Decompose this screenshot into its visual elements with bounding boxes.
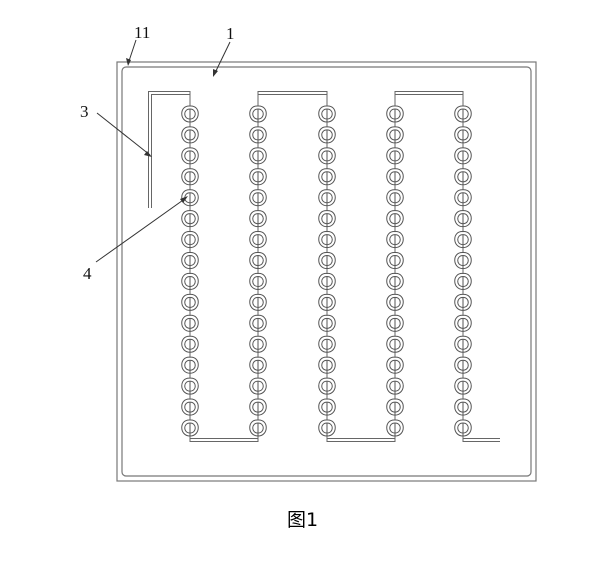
pipe-loop — [454, 147, 472, 165]
figure-caption: 图1 — [287, 509, 318, 531]
pipe-loop — [181, 105, 199, 123]
panel-outer-border — [116, 61, 537, 482]
pipe-loop — [386, 231, 404, 249]
pipe-loop — [249, 398, 267, 416]
pipe-loop — [386, 419, 404, 437]
pipe-loop — [181, 314, 199, 332]
pipe-loop — [454, 314, 472, 332]
pipe-loop — [249, 356, 267, 374]
pipe-loop — [181, 293, 199, 311]
loop-chains — [181, 105, 472, 437]
leader-arrow-11 — [126, 58, 131, 66]
pipe-loop — [386, 168, 404, 186]
pipe-loop — [386, 189, 404, 207]
pipe-loop — [249, 189, 267, 207]
pipe-loop — [386, 377, 404, 395]
pipe-loop — [181, 335, 199, 353]
leader-line-4 — [95, 197, 187, 263]
pipe-loop — [181, 147, 199, 165]
panel-inner-border — [121, 66, 532, 477]
pipe-loop — [318, 335, 336, 353]
pipe-loop — [181, 189, 199, 207]
pipe-loop — [318, 377, 336, 395]
pipe-loop — [318, 419, 336, 437]
pipe-loop — [181, 210, 199, 228]
label-4: 4 — [83, 264, 92, 283]
pipe-loop — [454, 252, 472, 270]
pipe-loop — [386, 252, 404, 270]
pipe-loop — [386, 105, 404, 123]
pipe-loop — [454, 356, 472, 374]
pipe-loop — [318, 252, 336, 270]
pipe-loop — [386, 398, 404, 416]
pipe-loop — [318, 356, 336, 374]
label-11: 11 — [134, 23, 150, 42]
label-1: 1 — [226, 24, 235, 43]
pipe-loop — [249, 293, 267, 311]
pipe-loop — [454, 210, 472, 228]
pipe-loop — [386, 147, 404, 165]
pipe-loop — [454, 419, 472, 437]
pipe-loop — [249, 272, 267, 290]
pipe-loop — [454, 398, 472, 416]
pipe-loop — [318, 293, 336, 311]
label-3: 3 — [80, 102, 89, 121]
pipe-loop — [249, 335, 267, 353]
pipe-loop — [386, 314, 404, 332]
pipe-loop — [454, 293, 472, 311]
leader-arrow-1 — [213, 69, 218, 77]
pipe-loop — [249, 147, 267, 165]
pipe-outer-line — [148, 91, 500, 442]
pipe-inner-line — [151, 94, 500, 439]
pipe-loop — [454, 105, 472, 123]
pipe-loop — [181, 252, 199, 270]
pipe-loop — [181, 272, 199, 290]
serpentine-pipe — [148, 91, 500, 442]
pipe-loop — [249, 314, 267, 332]
pipe-loop — [454, 272, 472, 290]
pipe-loop — [249, 210, 267, 228]
pipe-loop — [318, 231, 336, 249]
pipe-loop — [181, 398, 199, 416]
pipe-loop — [181, 231, 199, 249]
pipe-loop — [454, 335, 472, 353]
pipe-loop — [386, 126, 404, 144]
pipe-loop — [318, 314, 336, 332]
pipe-loop — [454, 126, 472, 144]
pipe-loop — [249, 419, 267, 437]
pipe-loop — [386, 335, 404, 353]
pipe-loop — [181, 419, 199, 437]
leader-line-3 — [96, 112, 151, 156]
pipe-loop — [386, 293, 404, 311]
pipe-loop — [454, 377, 472, 395]
pipe-loop — [181, 126, 199, 144]
pipe-loop — [386, 272, 404, 290]
pipe-loop — [454, 189, 472, 207]
pipe-loop — [318, 105, 336, 123]
pipe-loop — [318, 210, 336, 228]
pipe-loop — [249, 168, 267, 186]
pipe-loop — [386, 210, 404, 228]
pipe-loop — [318, 147, 336, 165]
pipe-loop — [454, 231, 472, 249]
pipe-loop — [249, 377, 267, 395]
pipe-loop — [249, 105, 267, 123]
pipe-loop — [181, 168, 199, 186]
pipe-loop — [318, 168, 336, 186]
pipe-loop — [249, 252, 267, 270]
pipe-loop — [181, 377, 199, 395]
leader-arrow-4 — [180, 196, 188, 203]
pipe-loop — [454, 168, 472, 186]
leader-line-1 — [213, 41, 231, 76]
pipe-loop — [386, 356, 404, 374]
pipe-loop — [318, 189, 336, 207]
leader-arrow-3 — [144, 151, 152, 157]
pipe-loop — [249, 231, 267, 249]
pipe-loop — [318, 272, 336, 290]
pipe-loop — [318, 398, 336, 416]
pipe-loop — [181, 356, 199, 374]
pipe-loop — [318, 126, 336, 144]
pipe-loop — [249, 126, 267, 144]
